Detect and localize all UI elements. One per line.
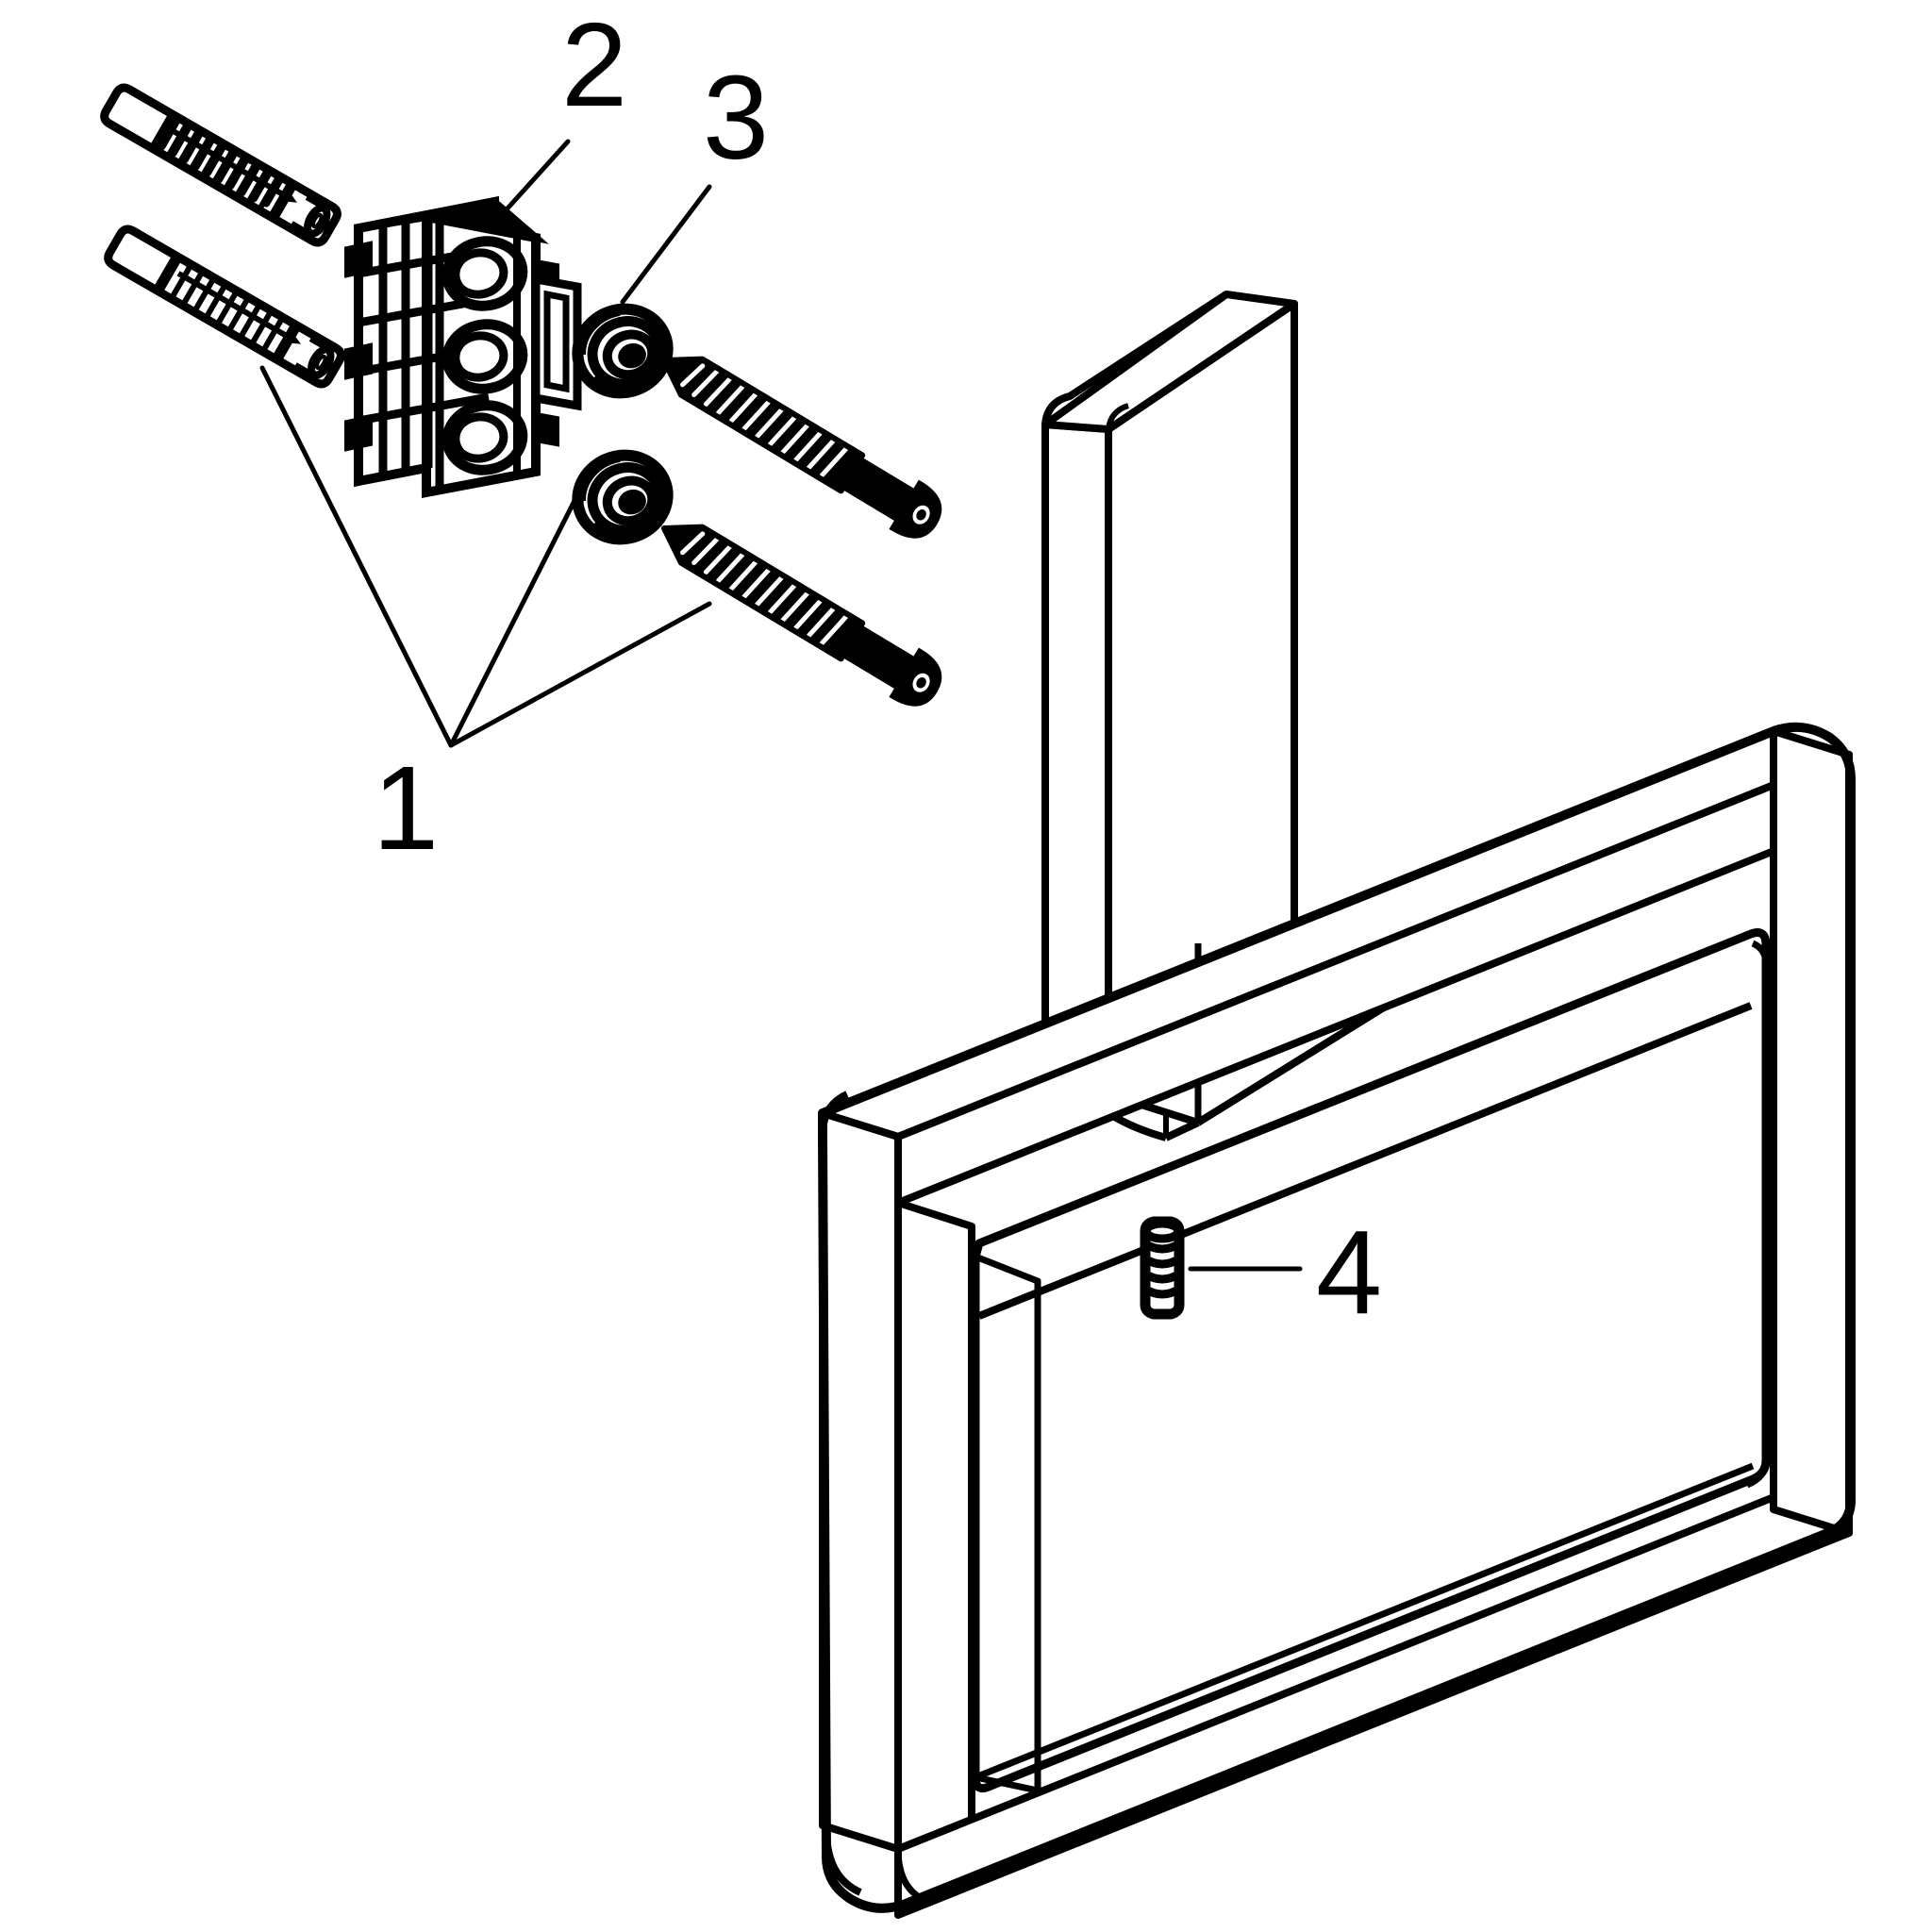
conical-washer-group (572, 303, 674, 545)
wall-anchor-group (100, 83, 345, 389)
screw-lower (661, 524, 942, 707)
callout-label-3: 3 (703, 51, 769, 184)
wall-arm-post (1041, 291, 1298, 1117)
grub-screw (1140, 1216, 1185, 1320)
callout-numbers: 1 2 3 4 (373, 0, 1382, 1339)
leader-1-a (259, 365, 454, 748)
conical-washer-upper (572, 303, 674, 399)
leader-1-c (448, 601, 712, 748)
screw-group (661, 356, 942, 707)
rectangular-ring-frame (818, 722, 1856, 1919)
leader-2 (495, 139, 571, 222)
callout-label-1: 1 (373, 741, 439, 874)
callout-label-2: 2 (561, 0, 627, 131)
wall-anchor-lower (104, 225, 345, 389)
callout-label-4: 4 (1316, 1206, 1382, 1339)
mounting-bracket (344, 195, 582, 499)
wall-anchor-upper (100, 83, 341, 247)
conical-washer-lower (572, 449, 674, 545)
screw-upper (661, 356, 942, 539)
leader-3 (620, 184, 712, 305)
towel-ring-assembly (818, 291, 1856, 1919)
leader-1-b (448, 474, 590, 748)
leader-lines (259, 139, 1303, 1272)
